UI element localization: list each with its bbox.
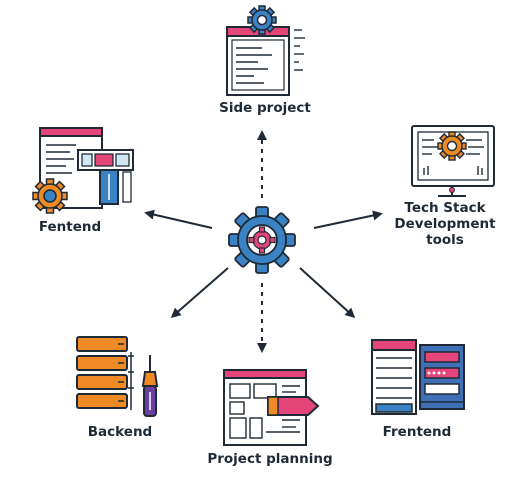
tech-stack-label-line2: Development (394, 216, 496, 232)
connector-arrows (144, 130, 383, 353)
tech-stack-label-line3: tools (426, 232, 464, 248)
wireframe-pen-icon (223, 369, 320, 446)
server-racks-icon (371, 339, 465, 415)
side-project-label: Side project (219, 100, 311, 116)
server-stack-tools-icon (76, 336, 159, 417)
arrow-to-tech-stack (313, 210, 383, 229)
backend-label: Backend (87, 424, 153, 440)
monitor-gear-icon (411, 125, 495, 197)
arrow-to-backend (170, 267, 229, 318)
fentend-label: Fentend (38, 219, 102, 235)
tech-stack-label: Tech Stack Development tools (390, 200, 500, 248)
project-planning-label: Project planning (207, 451, 333, 467)
tech-stack-label-line1: Tech Stack (404, 200, 486, 216)
code-window-gear-icon (226, 5, 305, 96)
frentend-label: Frentend (382, 424, 452, 440)
arrow-to-frontend (299, 267, 356, 319)
browser-wireframe-gear-icon (32, 127, 134, 214)
arrow-to-fentend (144, 209, 213, 229)
center-gear-icon (228, 206, 296, 274)
